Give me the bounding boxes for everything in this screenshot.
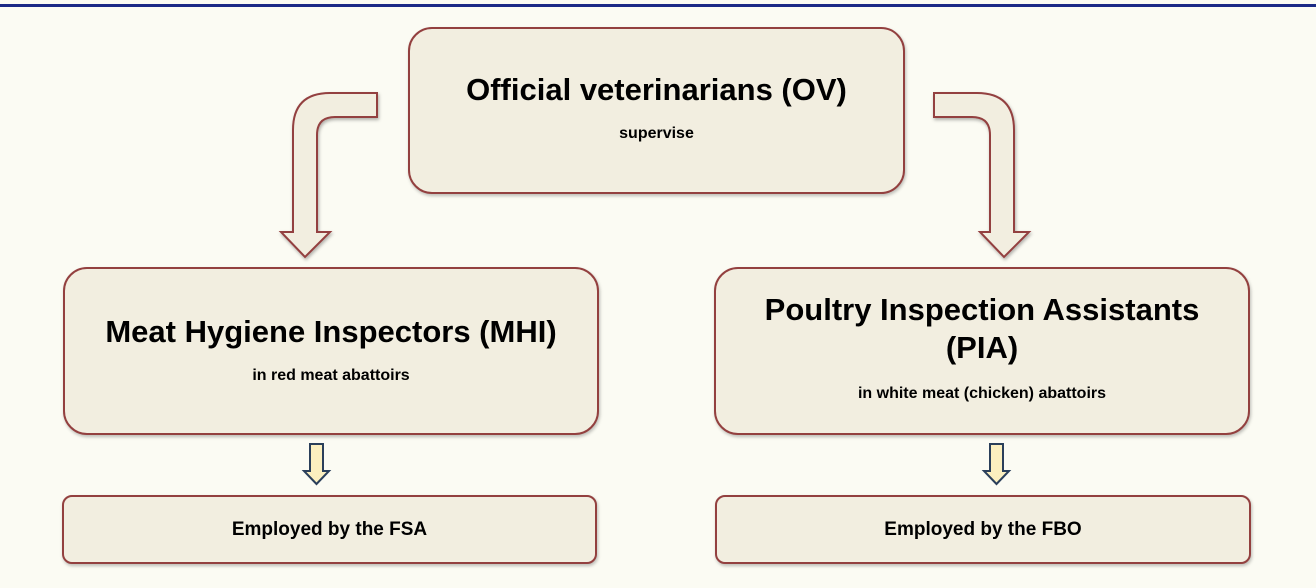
mhi-subtitle: in red meat abattoirs [252,367,410,384]
mhi-box: Meat Hygiene Inspectors (MHI) in red mea… [63,267,599,435]
fbo-box: Employed by the FBO [715,495,1251,564]
fbo-label: Employed by the FBO [884,518,1082,540]
fsa-box: Employed by the FSA [62,495,597,564]
top-rule [0,4,1316,7]
bent-arrow-right-icon [933,92,1032,259]
bent-arrow-left-icon [278,92,378,259]
mhi-title: Meat Hygiene Inspectors (MHI) [105,314,557,349]
down-arrow-right-icon [981,443,1012,486]
down-arrow-left-icon [301,443,332,486]
ov-subtitle: supervise [619,125,694,142]
pia-box: Poultry Inspection Assistants (PIA) in w… [714,267,1250,435]
ov-title: Official veterinarians (OV) [466,72,847,107]
fsa-label: Employed by the FSA [231,518,428,540]
pia-subtitle: in white meat (chicken) abattoirs [857,385,1107,402]
pia-title: Poultry Inspection Assistants (PIA) [764,292,1200,365]
ov-box: Official veterinarians (OV) supervise [408,27,905,194]
